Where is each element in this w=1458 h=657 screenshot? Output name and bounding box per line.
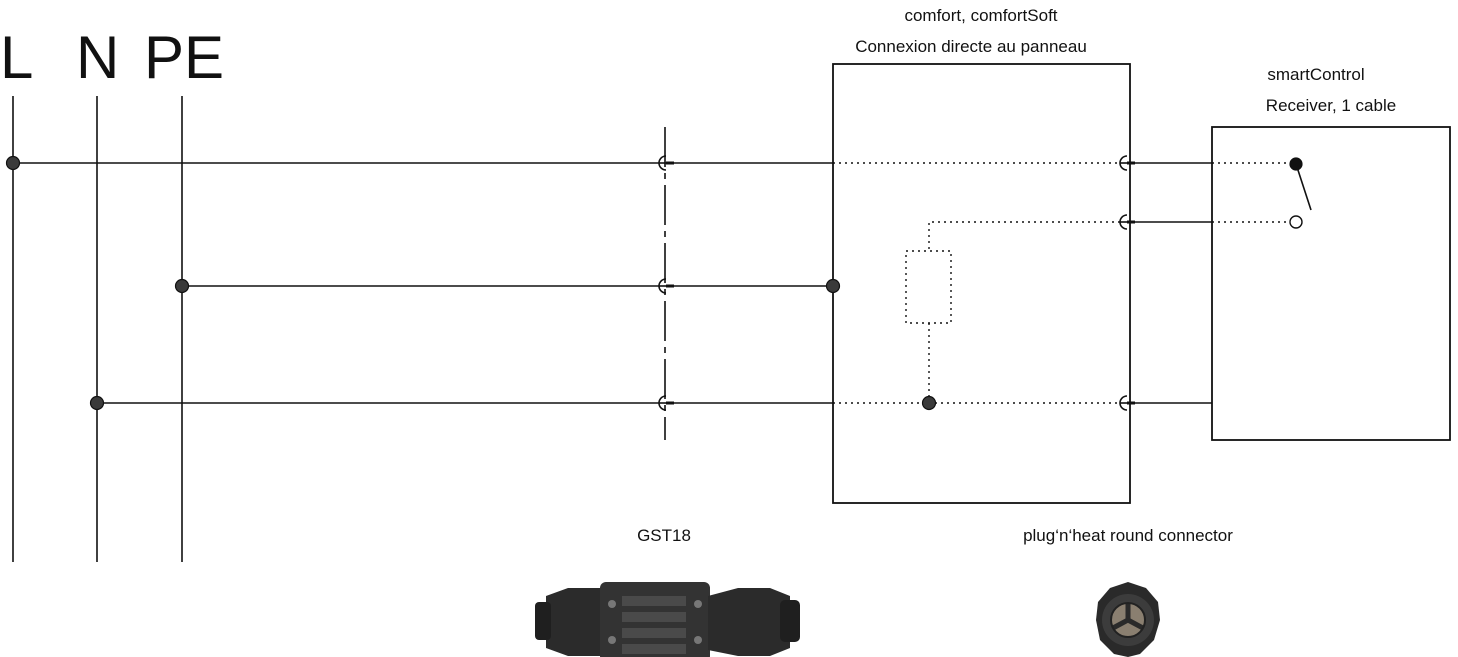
comfort-title: comfort, comfortSoft [904,6,1057,25]
comfort-panel-box [832,63,1131,504]
receiver-title: smartControl [1267,65,1364,84]
internal-heater-top-dotted [928,221,1120,251]
plugnheat-plug-1 [1119,155,1135,171]
switch-contact-open [1289,215,1303,229]
node-pe-panel [825,278,841,294]
plugnheat-caption: plug‘n‘heat round connector [1023,526,1233,545]
node-heater-n [921,395,937,411]
gst18-caption: GST18 [637,526,691,545]
plugnheat-plug-3 [1119,395,1135,411]
gst18-connector-icon [535,582,800,657]
node-n [89,395,105,411]
bus-label-l: L [0,24,33,91]
gst18-plug-n [658,395,674,411]
gst18-plug-l [658,155,674,171]
gst18-plug-pe [658,278,674,294]
node-pe [174,278,190,294]
bus-label-pe: PE [144,24,224,91]
bus-label-n: N [76,24,119,91]
plugnheat-plug-2 [1119,214,1135,230]
round-connector-icon [1096,582,1160,657]
receiver-subtitle: Receiver, 1 cable [1266,96,1396,115]
switch-lever [1295,163,1312,211]
receiver-box [1211,126,1451,441]
comfort-subtitle: Connexion directe au panneau [855,37,1087,56]
node-l [5,155,21,171]
